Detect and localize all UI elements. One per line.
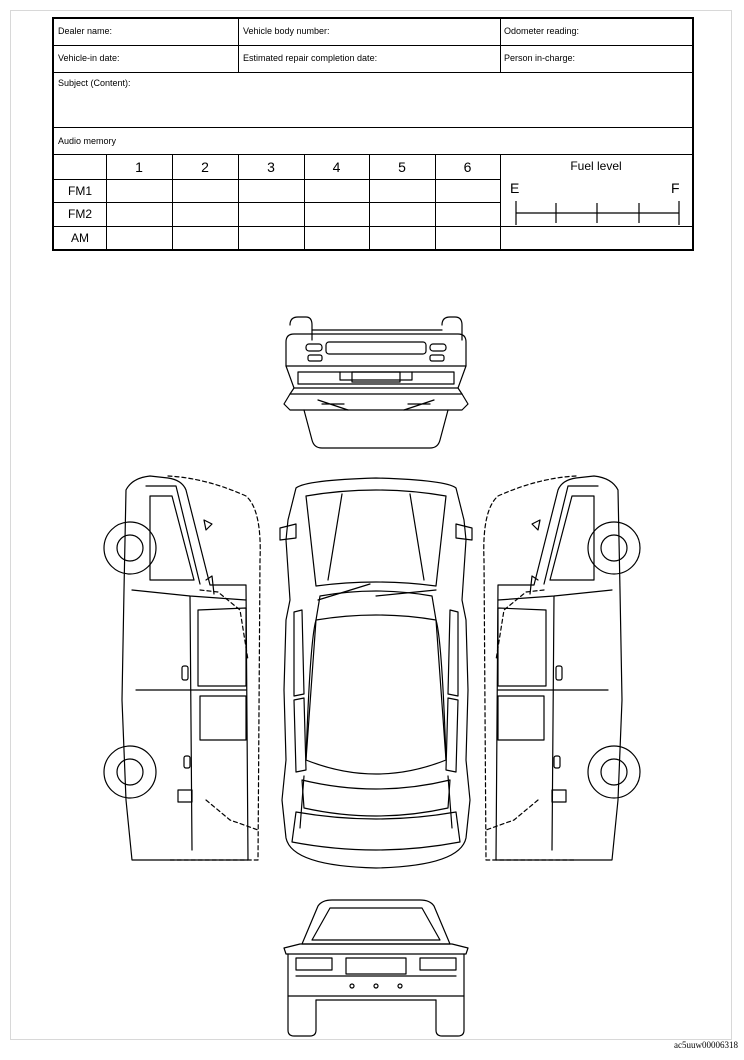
- page-frame: [10, 10, 732, 1040]
- vehicle-body-number-label: Vehicle body number:: [243, 26, 330, 36]
- preset-header: 3: [267, 159, 275, 175]
- fuel-gauge-scale: [515, 201, 680, 225]
- subject-content-label: Subject (Content):: [58, 78, 131, 88]
- inspection-form-table: Dealer name: Vehicle body number: Odomet…: [52, 17, 694, 251]
- column-divider: [369, 154, 370, 249]
- row-divider: [54, 127, 692, 128]
- band-label-fm2: FM2: [68, 207, 92, 221]
- dealer-name-label: Dealer name:: [58, 26, 113, 36]
- vehicle-top-view: [279, 477, 473, 869]
- vehicle-right-side-view: [483, 475, 641, 861]
- column-divider: [500, 154, 501, 249]
- fuel-full-label: F: [671, 180, 680, 196]
- preset-header: 4: [332, 159, 341, 175]
- vehicle-rear-view: [283, 899, 469, 1037]
- column-divider: [304, 154, 305, 249]
- band-label-fm1: FM1: [68, 184, 92, 198]
- row-divider: [54, 226, 692, 227]
- row-divider: [54, 179, 500, 180]
- document-code: ac5uuw00006318: [674, 1040, 738, 1050]
- row-divider: [54, 45, 692, 46]
- estimated-completion-date-label: Estimated repair completion date:: [243, 53, 378, 63]
- fuel-empty-label: E: [510, 180, 520, 196]
- preset-header: 6: [463, 159, 472, 175]
- band-label-am: AM: [71, 231, 89, 245]
- row-divider: [54, 202, 500, 203]
- preset-header: 2: [201, 159, 209, 175]
- column-divider: [172, 154, 173, 249]
- row-divider: [54, 72, 692, 73]
- column-divider: [435, 154, 436, 249]
- person-in-charge-label: Person in-charge:: [504, 53, 576, 63]
- column-divider: [500, 19, 501, 72]
- audio-memory-label: Audio memory: [58, 136, 117, 146]
- column-divider: [106, 154, 107, 249]
- column-divider: [238, 19, 239, 72]
- column-divider: [238, 154, 239, 249]
- vehicle-left-side-view: [103, 475, 261, 861]
- odometer-reading-label: Odometer reading:: [504, 26, 580, 36]
- row-divider: [54, 154, 692, 155]
- preset-header: 1: [135, 159, 143, 175]
- vehicle-front-view: [283, 316, 469, 449]
- vehicle-in-date-label: Vehicle-in date:: [58, 53, 120, 63]
- preset-header: 5: [398, 159, 406, 175]
- fuel-level-label: Fuel level: [570, 159, 622, 173]
